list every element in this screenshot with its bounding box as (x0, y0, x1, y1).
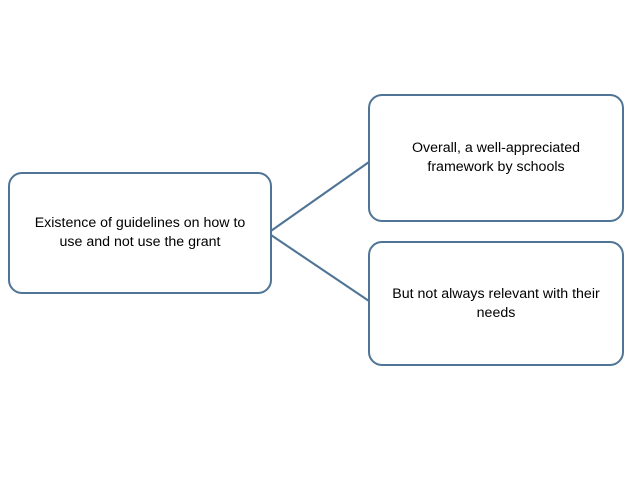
node-positive-label: Overall, a well-appreciated framework by… (412, 140, 580, 175)
connector-root-to-positive (266, 160, 371, 235)
node-positive-framework[interactable]: Overall, a well-appreciated framework by… (368, 94, 624, 222)
node-negative-label: But not always relevant with their needs (392, 285, 600, 321)
connector-root-to-negative (266, 231, 371, 303)
node-negative-relevance[interactable]: But not always relevant with their needs (368, 241, 624, 366)
node-root-label: Existence of guidelines on how to use an… (34, 215, 246, 250)
node-root-guidelines[interactable]: Existence of guidelines on how to use an… (8, 172, 272, 294)
